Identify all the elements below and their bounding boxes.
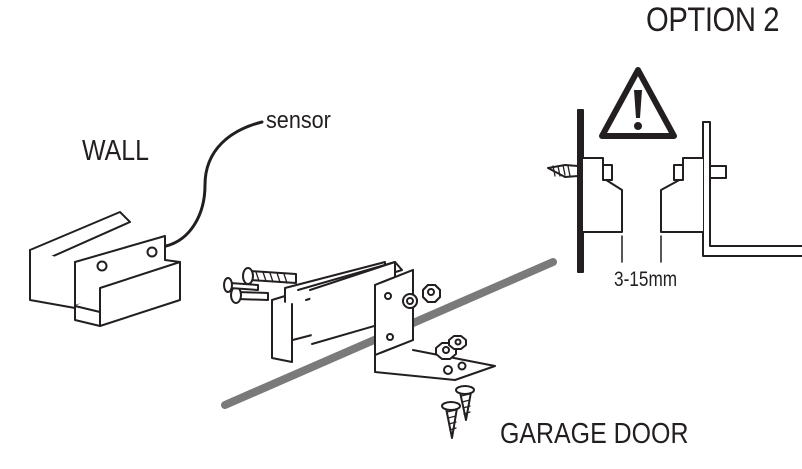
warning-triangle-icon [599,67,677,139]
wall-sensor [29,211,181,327]
sensor-cable [164,120,264,248]
wall-label: WALL [82,135,149,167]
option-title: OPTION 2 [646,1,780,39]
mounting-screws [441,385,475,439]
side-view-wall [547,109,623,273]
garage-door-label: GARAGE DOOR [500,418,689,450]
gap-measurement-label: 3-15mm [614,268,678,291]
sensor-label: sensor [266,107,331,134]
side-view-door [660,121,802,263]
loose-screws [223,267,297,304]
